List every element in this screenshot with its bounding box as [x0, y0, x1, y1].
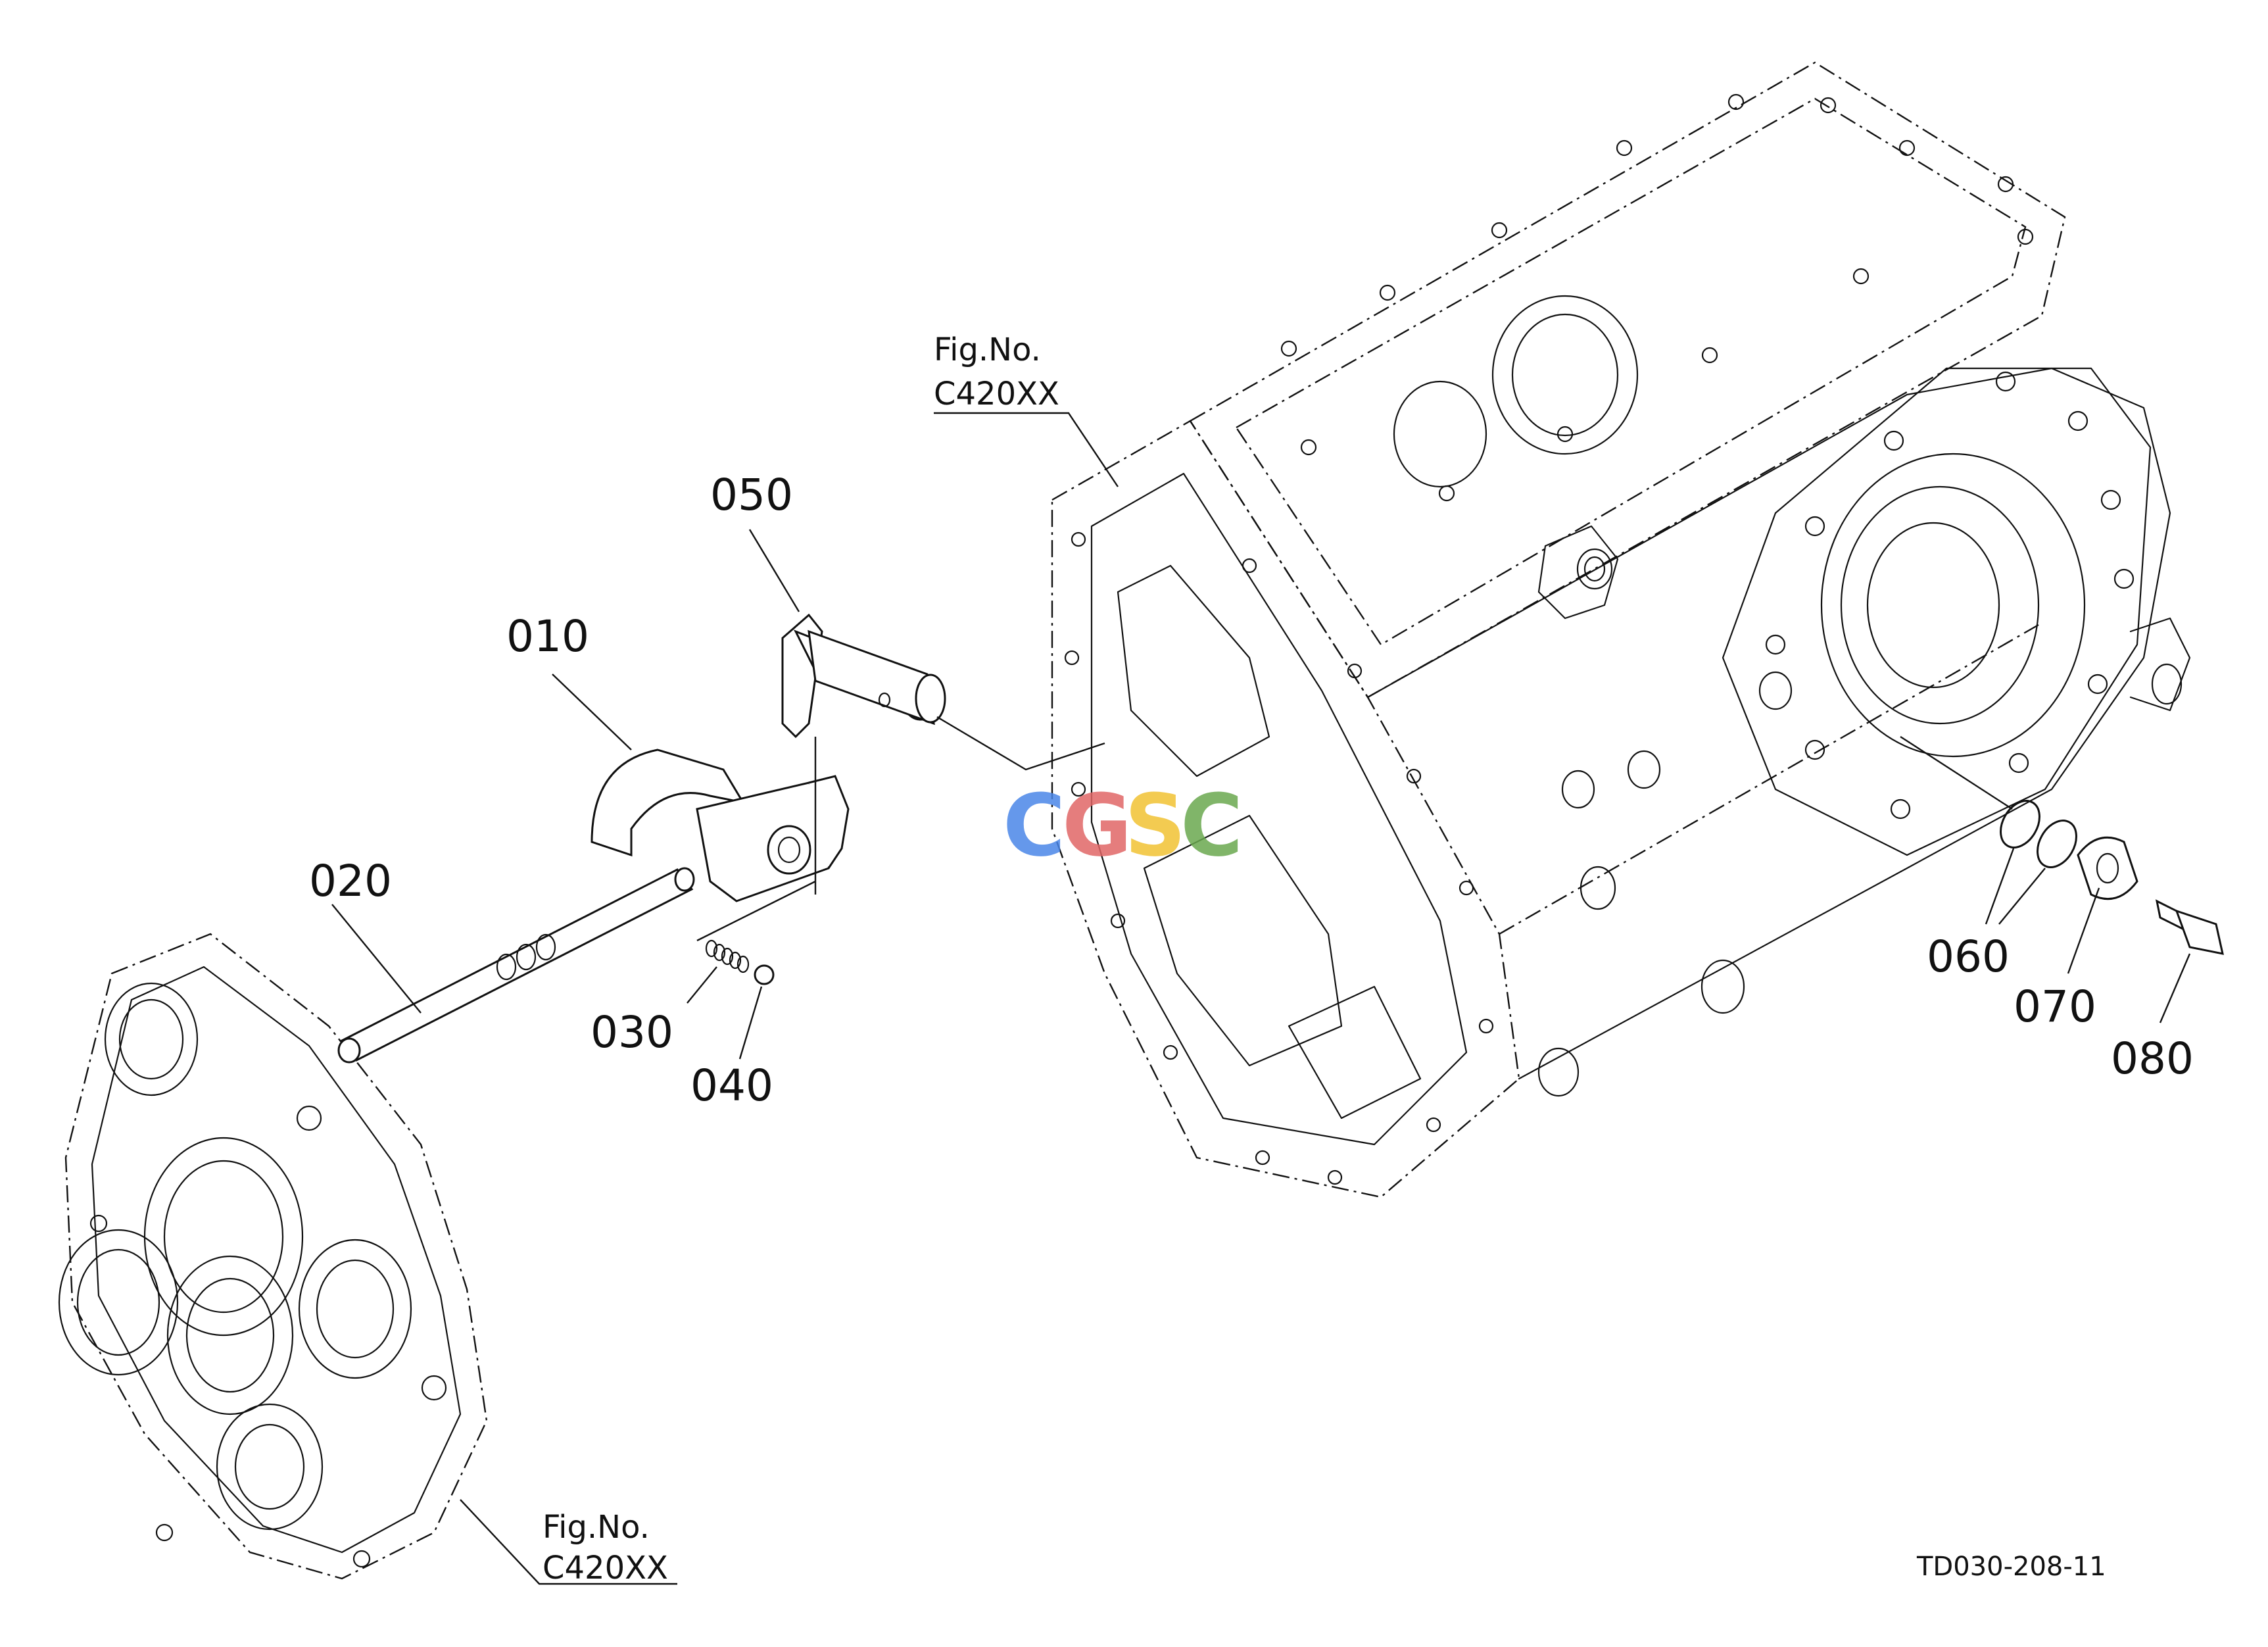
part-040-ball	[754, 964, 775, 985]
cover-bolt-holes	[89, 1105, 447, 1568]
fig-ref-lower-line1: Fig.No.	[543, 1509, 650, 1546]
label-040: 040	[690, 1060, 773, 1111]
label-080: 080	[2111, 1033, 2194, 1084]
watermark-letter-c1: C	[1003, 775, 1065, 875]
label-060: 060	[1927, 931, 2010, 982]
watermark-letter-c2: C	[1180, 775, 1243, 875]
fig-ref-upper-line1: Fig.No.	[934, 332, 1041, 368]
rear-flange-holes	[1765, 371, 2135, 820]
watermark-letter-s: S	[1124, 775, 1186, 875]
front-flange-holes	[1064, 531, 1494, 1185]
label-070: 070	[2014, 981, 2096, 1032]
part-010-shift-fork	[591, 749, 850, 902]
fig-ref-upper-line2: C420XX	[934, 376, 1059, 412]
fig-ref-lower-line2: C420XX	[543, 1550, 668, 1586]
part-080-bolt	[2155, 899, 2224, 955]
top-frame-bolt-holes	[1280, 93, 2034, 502]
drawing-code: TD030-208-11	[1916, 1552, 2106, 1582]
label-050: 050	[710, 470, 793, 520]
label-020: 020	[309, 856, 392, 906]
part-070-washer	[2077, 836, 2138, 900]
part-060-o-rings	[2000, 800, 2077, 868]
label-030: 030	[591, 1007, 673, 1058]
part-020-shift-rod	[337, 867, 695, 1064]
part-030-spring	[705, 939, 750, 973]
front-cover-plate	[58, 933, 488, 1580]
part-050-shift-arm	[781, 613, 946, 739]
label-010: 010	[506, 611, 589, 662]
watermark: C G S C	[1003, 775, 1243, 875]
watermark-letter-g: G	[1062, 775, 1132, 875]
transmission-case	[1051, 61, 2191, 1198]
